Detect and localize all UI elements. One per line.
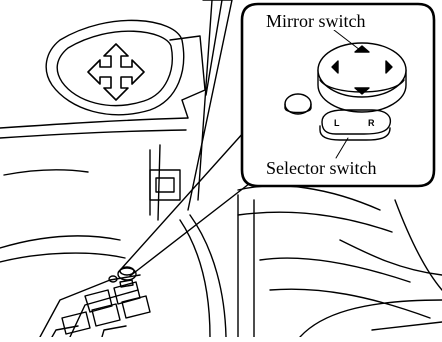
mirror-switch-label: Mirror switch	[266, 12, 365, 30]
selector-left-letter: L	[334, 118, 340, 128]
four-way-arrow-icon	[88, 44, 144, 100]
side-mirror	[46, 20, 205, 118]
selector-right-letter: R	[368, 118, 375, 128]
switch-panel	[40, 267, 150, 337]
door-handle	[150, 170, 180, 200]
callout-pointer	[122, 132, 254, 276]
selector-switch-label: Selector switch	[266, 159, 376, 177]
